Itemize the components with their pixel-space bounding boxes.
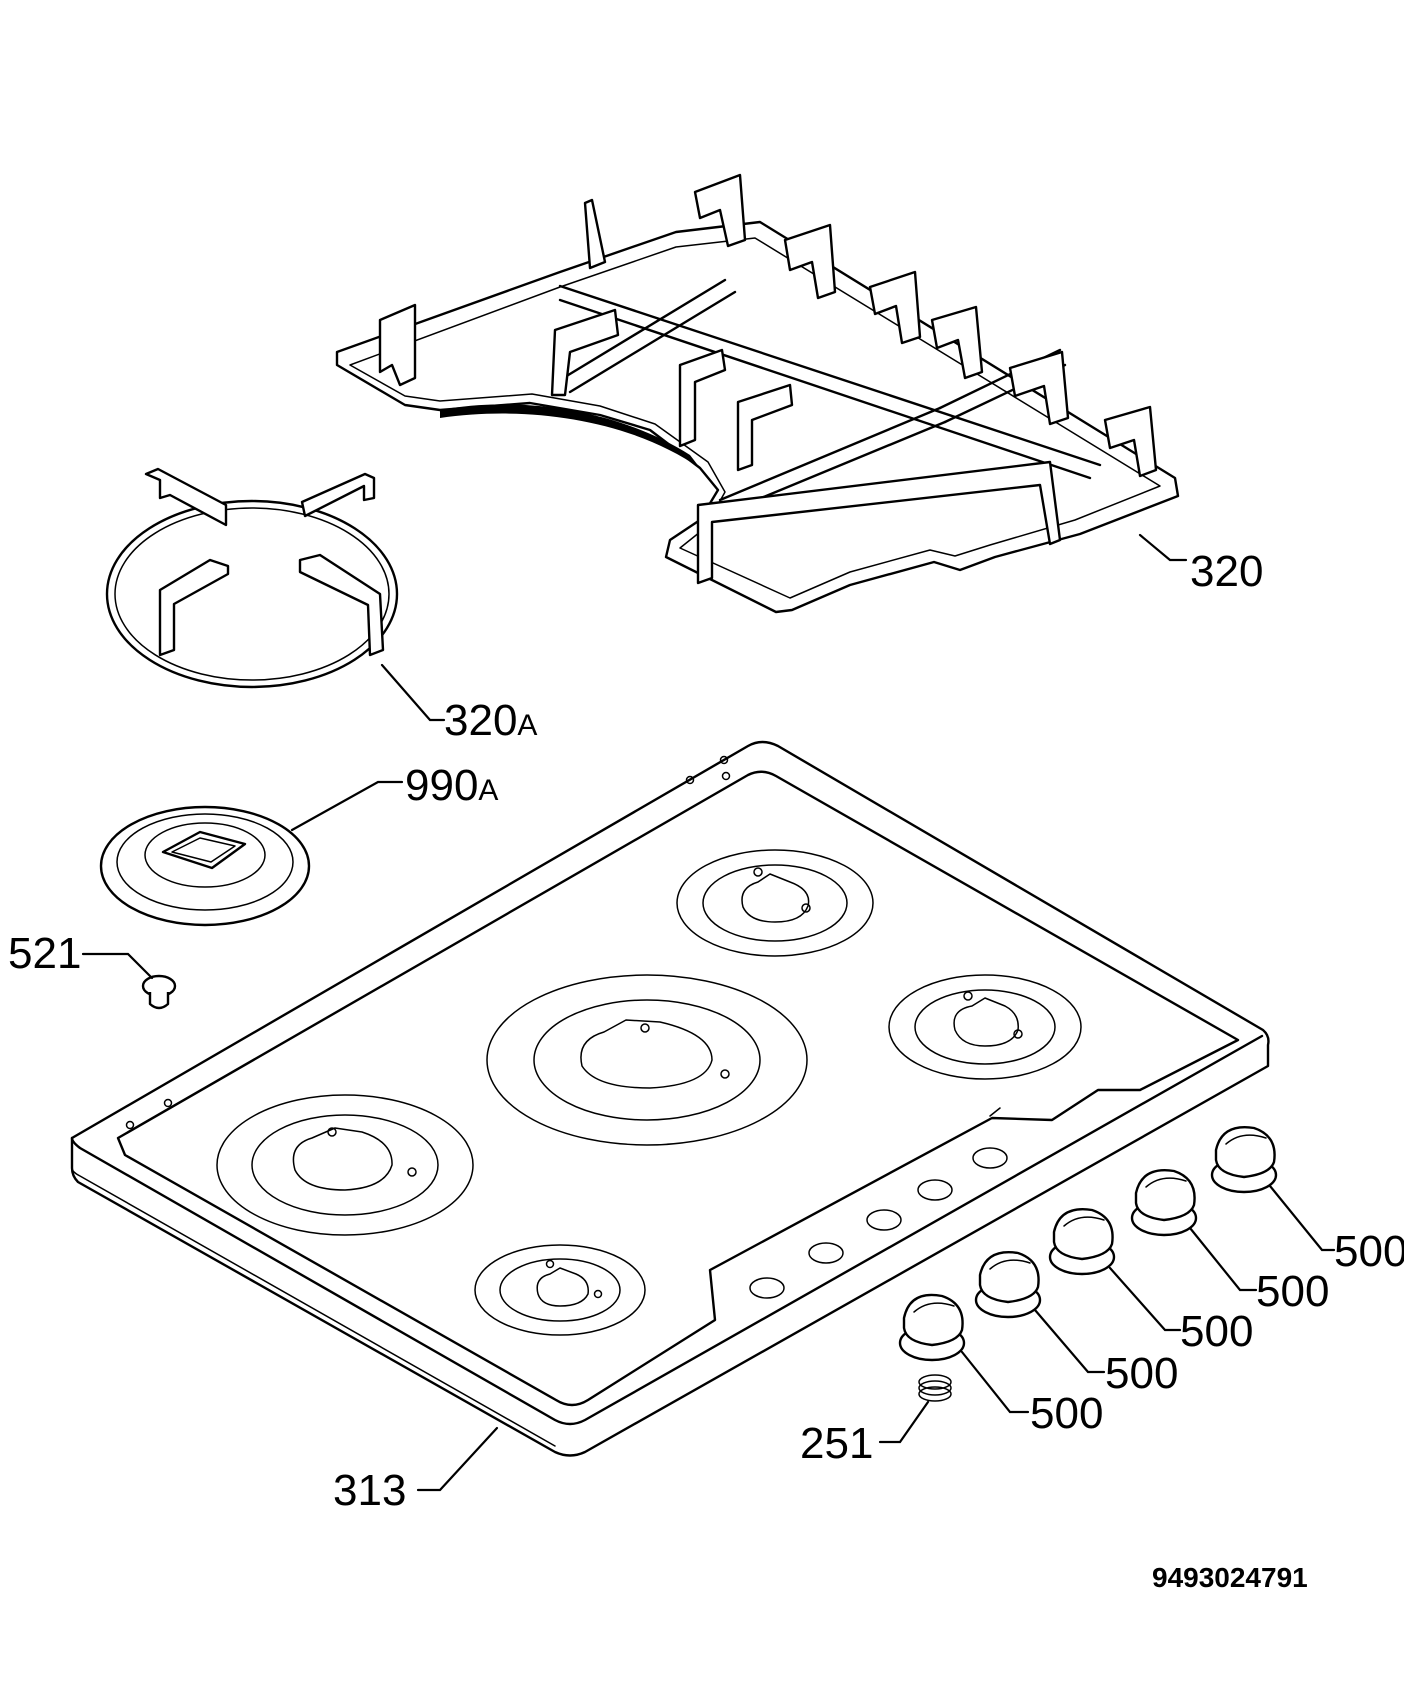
leader-990a <box>290 780 404 832</box>
leader-320 <box>1138 533 1188 562</box>
control-knobs <box>898 1126 1278 1362</box>
knob-3 <box>1048 1208 1116 1276</box>
leader-500-e <box>1268 1184 1336 1252</box>
label-500-e: 500 <box>1334 1227 1404 1276</box>
label-500-b: 500 <box>1105 1349 1178 1398</box>
label-251: 251 <box>800 1419 873 1468</box>
spring <box>918 1374 952 1402</box>
wok-ring-support <box>105 467 399 689</box>
knob-4 <box>1130 1169 1198 1237</box>
leader-500-c <box>1108 1266 1182 1332</box>
leader-251 <box>878 1400 930 1444</box>
leader-521 <box>81 952 154 980</box>
label-313: 313 <box>333 1466 406 1515</box>
knob-1 <box>898 1293 966 1362</box>
label-320a: 320A <box>444 696 537 745</box>
label-500-c: 500 <box>1180 1307 1253 1356</box>
leader-313 <box>416 1426 499 1492</box>
leader-500-d <box>1188 1226 1258 1292</box>
burner-cap <box>99 805 311 927</box>
leader-320a <box>380 663 446 722</box>
screw <box>141 974 177 1010</box>
knob-5 <box>1210 1126 1278 1194</box>
hob-top-plate <box>70 740 1270 1457</box>
label-521: 521 <box>8 929 81 978</box>
knob-2 <box>974 1251 1042 1319</box>
label-320: 320 <box>1190 547 1263 596</box>
label-500-a: 500 <box>1030 1389 1103 1438</box>
label-500-d: 500 <box>1256 1267 1329 1316</box>
leader-500-b <box>1033 1308 1106 1374</box>
label-990a: 990A <box>405 761 498 810</box>
pan-support-grid <box>335 173 1180 614</box>
document-number: 9493024791 <box>1152 1562 1308 1593</box>
leader-500-a <box>960 1350 1030 1414</box>
